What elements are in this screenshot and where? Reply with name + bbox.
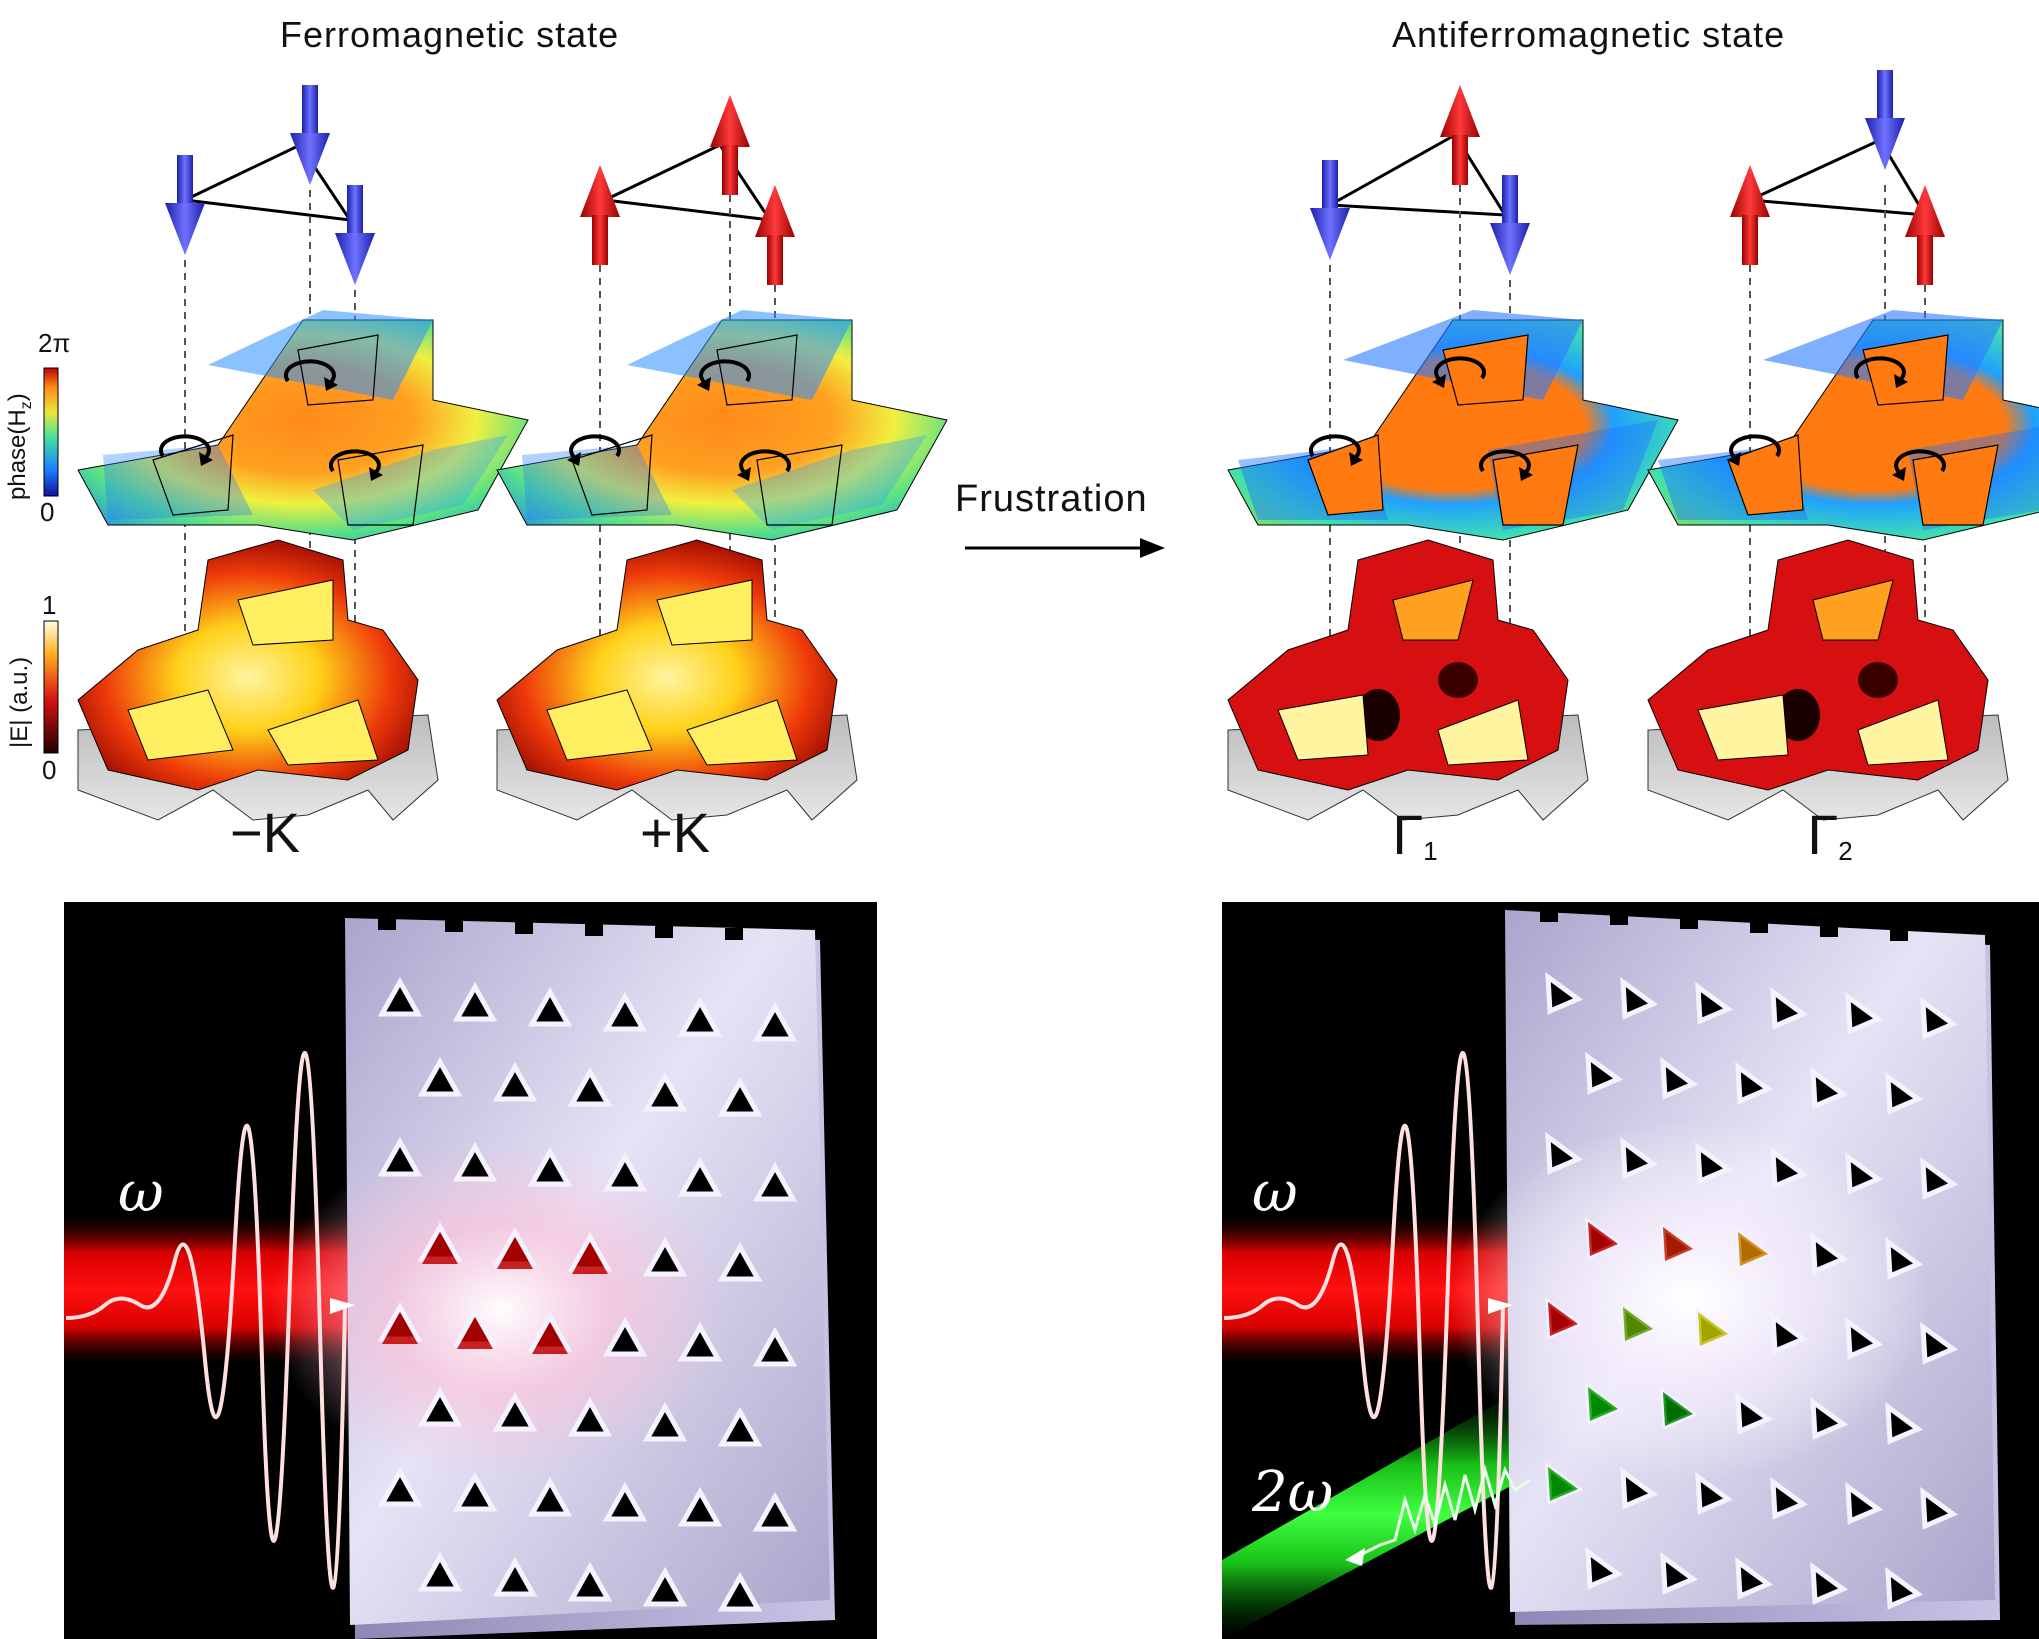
panel-gamma-1 xyxy=(1227,85,1679,821)
phase-colorbar xyxy=(43,367,59,497)
mode-label-gamma-2: Γ2 xyxy=(1780,802,1880,867)
render-antiferro-bg xyxy=(1222,902,2039,1639)
phase-max-label: 2π xyxy=(38,328,71,358)
field-min-label: 0 xyxy=(42,755,57,785)
panel-gamma-2 xyxy=(1647,70,2039,821)
frustration-label: Frustration xyxy=(955,478,1148,520)
mode-label-minus-k: −K xyxy=(205,800,325,865)
panel-minus-k xyxy=(77,85,529,821)
antiferromagnetic-title: Antiferromagnetic state xyxy=(1392,14,1786,55)
phase-axis-label: phase(Hz) xyxy=(4,393,36,500)
mode-label-sub: 1 xyxy=(1423,836,1438,866)
mode-label-text: +K xyxy=(639,801,711,864)
render-ferro-bg xyxy=(64,902,877,1639)
ferromagnetic-title: Ferromagnetic state xyxy=(280,14,620,55)
mode-label-text: −K xyxy=(229,801,301,864)
mode-label-text: Γ xyxy=(1392,803,1424,866)
input-frequency-right: ω xyxy=(1252,1160,1298,1225)
mode-label-gamma-1: Γ1 xyxy=(1365,802,1465,867)
output-frequency-right: 2ω xyxy=(1252,1460,1334,1525)
mode-label-plus-k: +K xyxy=(615,800,735,865)
input-frequency-left: ω xyxy=(118,1160,164,1225)
mode-diagram xyxy=(43,70,2039,821)
phase-min-label: 0 xyxy=(40,497,55,527)
field-colorbar xyxy=(43,620,59,754)
field-axis-label: |E| (a.u.) xyxy=(6,656,33,748)
ferro-hole-grid xyxy=(382,982,793,1609)
field-max-label: 1 xyxy=(42,590,57,620)
phase-axis-sub: z xyxy=(17,401,35,410)
mode-label-text: Γ xyxy=(1807,803,1839,866)
phase-axis-text: phase(H xyxy=(4,409,31,500)
antiferro-hole-grid xyxy=(1548,977,1953,1606)
phase-axis-end: ) xyxy=(4,393,31,402)
mode-label-sub: 2 xyxy=(1838,836,1853,866)
panel-plus-k xyxy=(496,95,948,821)
